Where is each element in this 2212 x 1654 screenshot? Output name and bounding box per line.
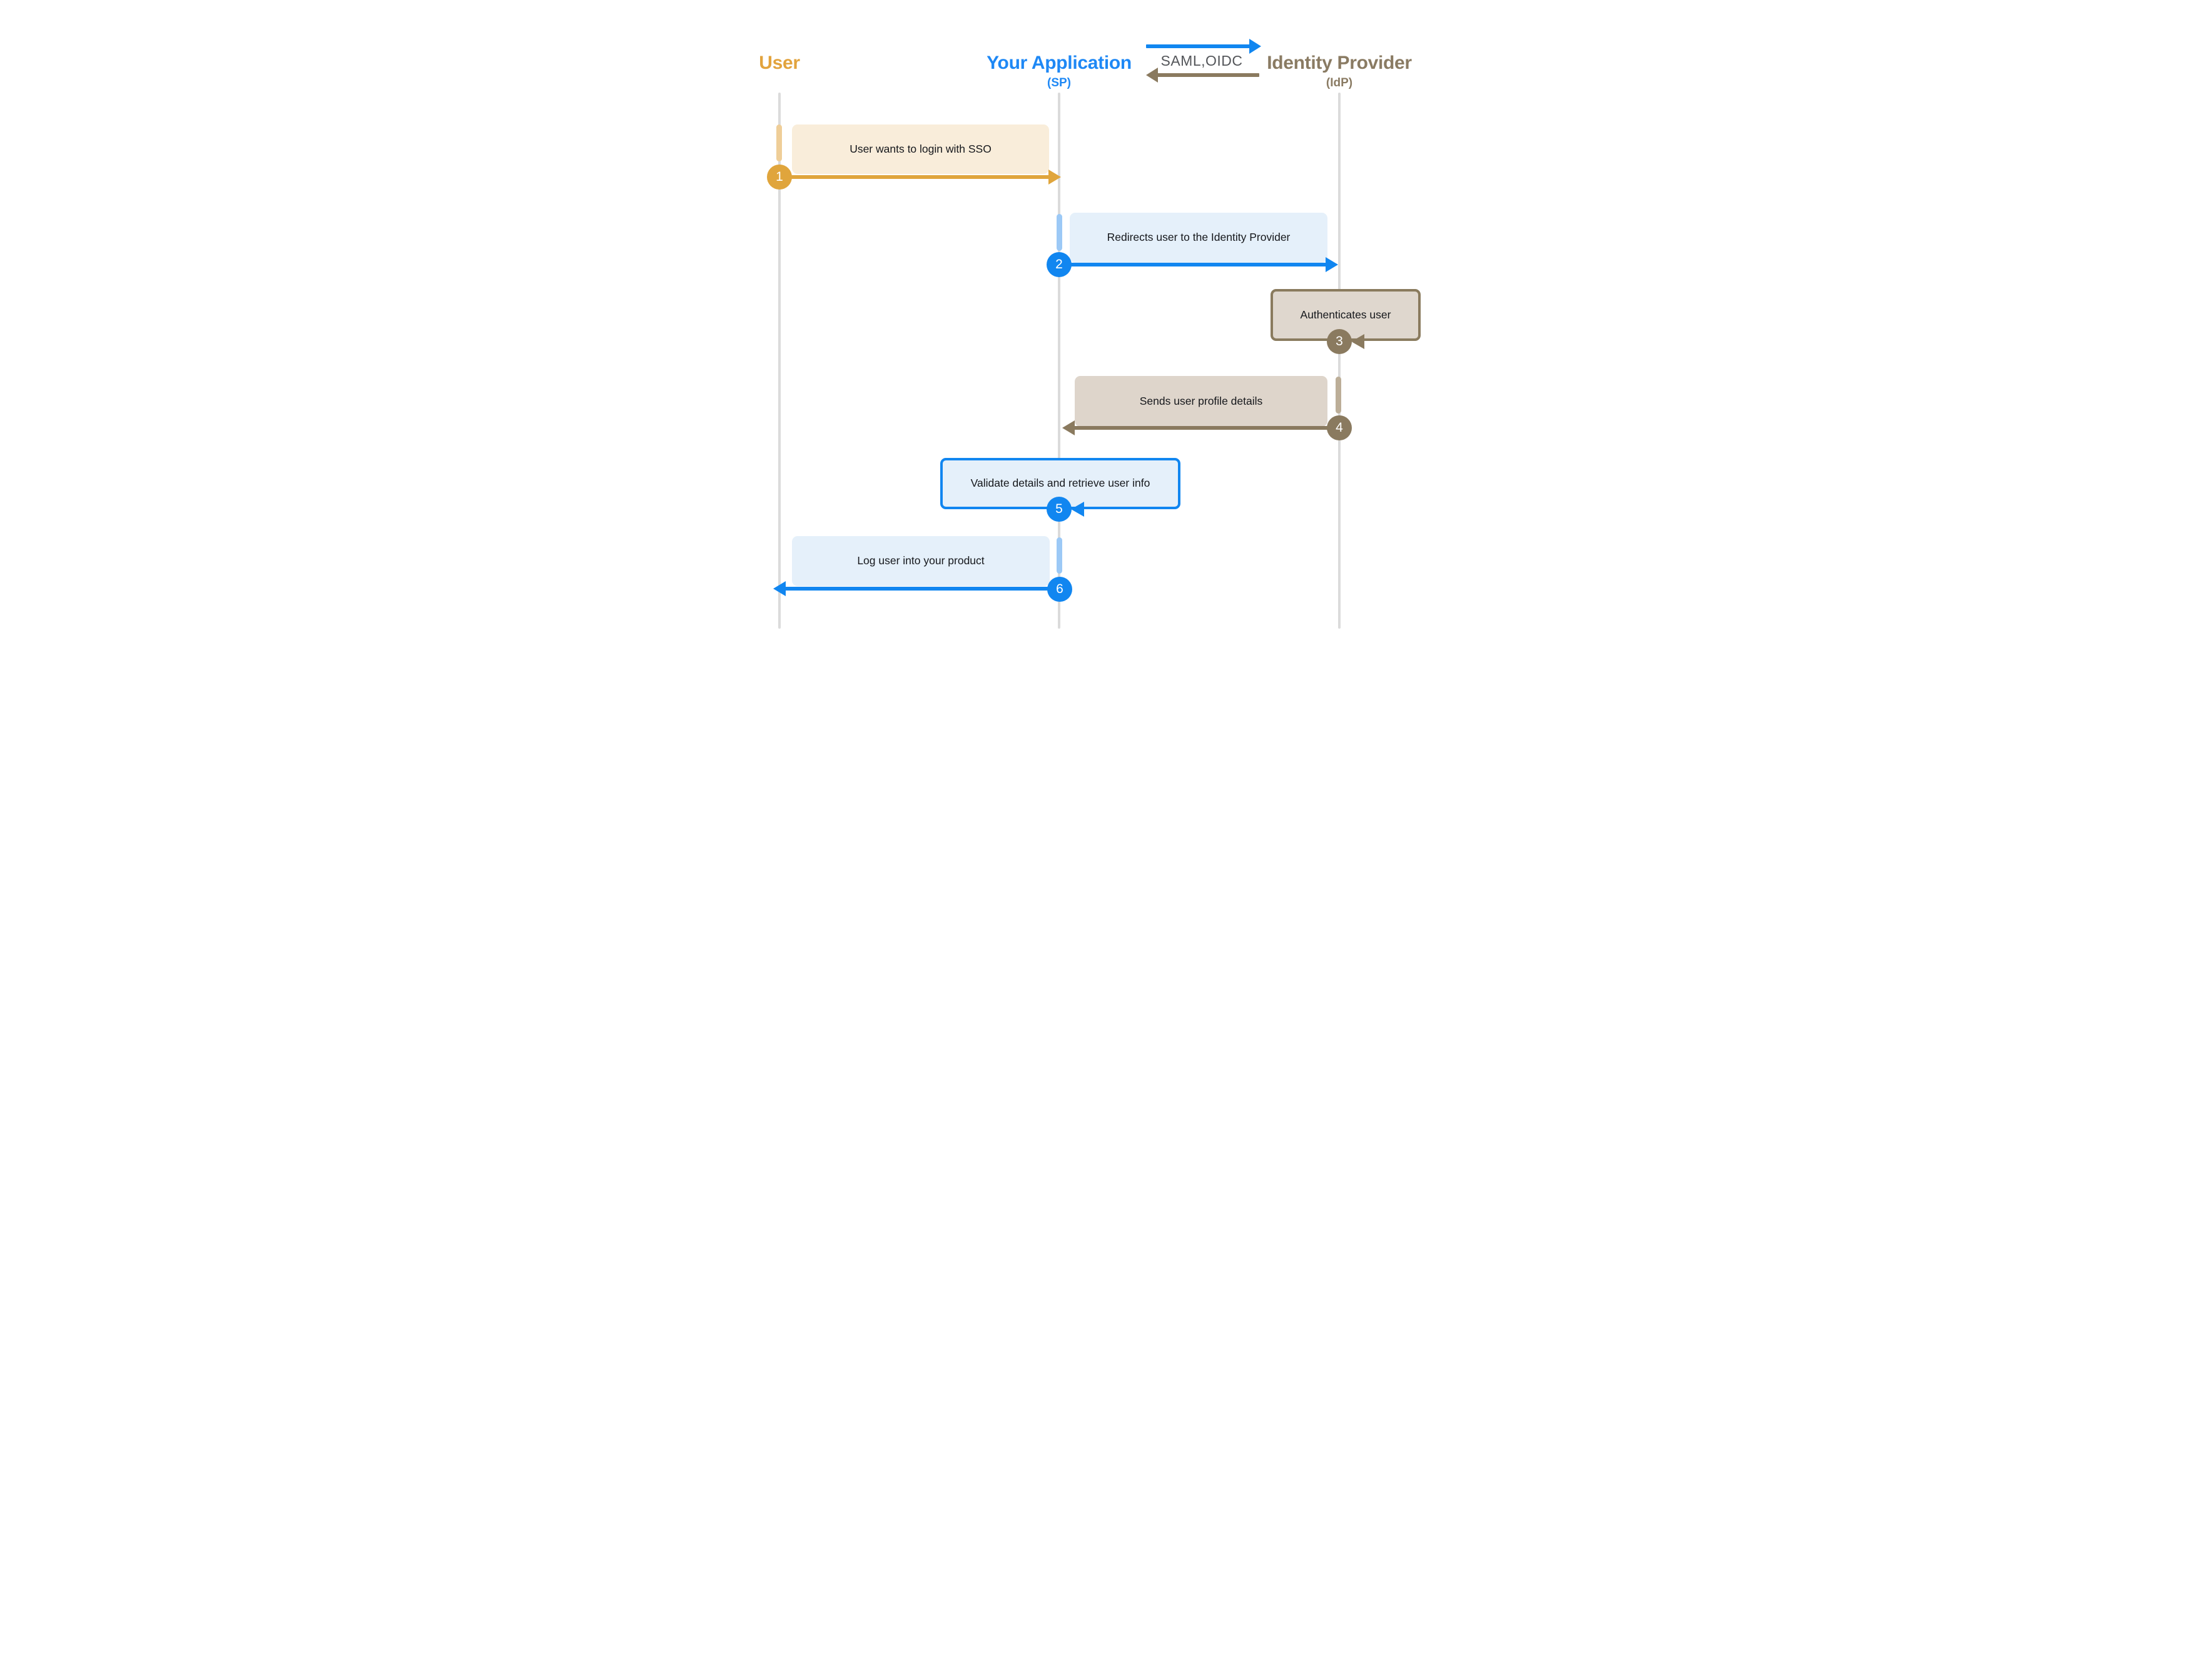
step-badge-5: 5 [1047, 497, 1072, 522]
message-text-step2: Redirects user to the Identity Provider [1107, 231, 1291, 244]
protocol-left-arrow-line [1157, 73, 1259, 77]
arrowhead-step6-icon [773, 581, 786, 596]
activation-app-step6 [1057, 537, 1062, 574]
actor-app-sublabel: (SP) [1047, 76, 1071, 89]
activation-idp-step4 [1336, 377, 1341, 414]
step-number-6: 6 [1056, 582, 1063, 596]
step-badge-6: 6 [1047, 577, 1072, 602]
actor-idp-label: Identity Provider [1267, 53, 1412, 73]
step-badge-1: 1 [767, 165, 792, 190]
step-number-1: 1 [776, 170, 783, 184]
message-box-step6: Log user into your product [792, 536, 1050, 586]
actor-user-label: User [759, 53, 800, 73]
protocol-right-arrow-line [1146, 44, 1251, 48]
actor-app-label: Your Application [987, 53, 1132, 73]
actor-idp-sublabel: (IdP) [1326, 76, 1353, 89]
protocol-right-arrowhead-icon [1249, 39, 1261, 54]
activation-user-step1 [776, 124, 782, 161]
step-number-3: 3 [1336, 334, 1343, 348]
arrow-line-step6 [784, 587, 1060, 591]
message-box-step1: User wants to login with SSO [792, 124, 1049, 174]
lifeline-idp [1338, 93, 1341, 629]
step-badge-4: 4 [1327, 415, 1352, 440]
message-text-step6: Log user into your product [857, 554, 985, 567]
protocol-left-arrowhead-icon [1146, 68, 1158, 83]
message-text-step4: Sends user profile details [1139, 394, 1263, 407]
message-text-step1: User wants to login with SSO [850, 142, 992, 155]
message-text-step3: Authenticates user [1300, 308, 1391, 321]
lifeline-app [1058, 93, 1060, 629]
arrowhead-step3-icon [1351, 334, 1364, 349]
activation-app-step2 [1057, 214, 1062, 251]
step-number-2: 2 [1055, 257, 1063, 271]
arrow-line-step4 [1073, 426, 1339, 430]
protocol-label: SAML,OIDC [1160, 53, 1243, 69]
arrow-line-step1 [779, 175, 1050, 179]
step-number-4: 4 [1336, 420, 1343, 435]
arrowhead-step2-icon [1326, 257, 1338, 272]
message-box-step2: Redirects user to the Identity Provider [1070, 213, 1327, 263]
arrowhead-step5-icon [1071, 502, 1084, 517]
arrow-line-step2 [1059, 263, 1327, 266]
arrowhead-step1-icon [1048, 170, 1061, 185]
step-badge-2: 2 [1047, 252, 1072, 277]
arrowhead-step4-icon [1062, 420, 1075, 435]
step-number-5: 5 [1055, 502, 1063, 516]
step-badge-3: 3 [1327, 329, 1352, 354]
message-box-step4: Sends user profile details [1075, 376, 1327, 427]
message-text-step5: Validate details and retrieve user info [970, 477, 1150, 490]
sequence-diagram: User Your Application (SP) Identity Prov… [656, 0, 1556, 674]
lifeline-user [778, 93, 781, 629]
